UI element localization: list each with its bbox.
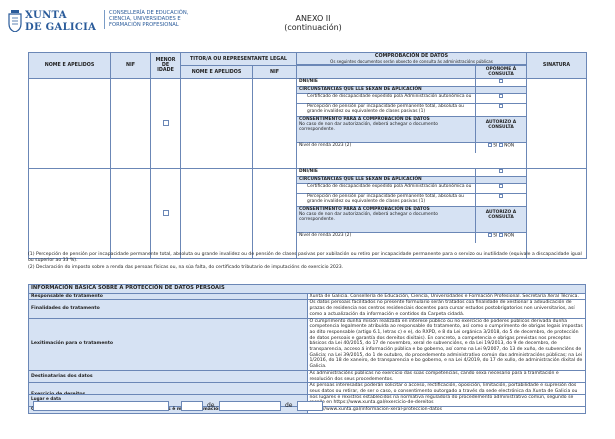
footnote-1: (1) Percepción de pensión por incapacida… <box>28 252 582 263</box>
guardian-nif-field[interactable] <box>252 168 297 259</box>
info-row: Responsable do tratamento Xunta de Galic… <box>28 292 586 301</box>
month-input[interactable] <box>219 401 281 411</box>
conselleria-name: CONSELLERÍA DE EDUCACIÓN, CIENCIA, UNIVE… <box>104 10 224 29</box>
applicant-nif-field[interactable] <box>110 168 151 259</box>
applicant-name-field[interactable] <box>28 78 111 169</box>
galicia-emblem-icon <box>8 10 22 32</box>
oppose-dni-checkbox[interactable] <box>499 169 503 173</box>
applicants-table: NOME E APELIDOS NIF MENOR DE IDADE TITOR… <box>28 52 587 259</box>
oppose-pension-checkbox[interactable] <box>499 194 503 198</box>
footnotes: (1) Percepción de pensión por incapacida… <box>28 252 586 272</box>
oppose-dni-checkbox[interactable] <box>499 79 503 83</box>
data-protection-table: INFORMACIÓN BÁSICA SOBRE A PROTECCIÓN DE… <box>28 284 586 414</box>
page-header: XUNTA DE GALICIA CONSELLERÍA DE EDUCACIÓ… <box>8 8 608 44</box>
income-no-checkbox[interactable] <box>498 143 503 147</box>
guardian-name-field[interactable] <box>180 78 253 169</box>
oppose-disability-checkbox[interactable] <box>499 184 503 188</box>
info-row: Lexitimación para o tratamento O cumprim… <box>28 317 586 371</box>
header-guardian-nif: NIF <box>252 65 297 79</box>
place-date-label: Lugar e data <box>31 396 61 401</box>
header-name: NOME E APELIDOS <box>28 52 111 79</box>
applicant-row: DNI/NIE CIRCUNSTANCIAS QUE LLE SEXAN DE … <box>28 168 587 259</box>
income-yes-checkbox[interactable] <box>487 233 492 237</box>
annex-title: ANEXO II (continuación) <box>284 14 342 32</box>
footnote-2: (2) Declaración do imposto sobre a renda… <box>28 265 344 270</box>
data-protection-title: INFORMACIÓN BÁSICA SOBRE A PROTECCIÓN DE… <box>28 284 586 294</box>
guardian-nif-field[interactable] <box>252 78 297 169</box>
income-no-checkbox[interactable] <box>498 233 503 237</box>
xunta-logo: XUNTA DE GALICIA <box>8 8 108 38</box>
place-date-box: Lugar e data , de de <box>28 394 586 414</box>
applicant-row: DNI/NIE CIRCUNSTANCIAS QUE LLE SEXAN DE … <box>28 78 587 169</box>
year-input[interactable] <box>297 401 323 411</box>
info-row: Finalidades do tratamento Os datos perso… <box>28 299 586 319</box>
day-input[interactable] <box>181 401 203 411</box>
verification-block: DNI/NIE CIRCUNSTANCIAS QUE LLE SEXAN DE … <box>296 78 527 169</box>
oppose-pension-checkbox[interactable] <box>499 104 503 108</box>
signature-field[interactable] <box>526 168 587 259</box>
income-yes-checkbox[interactable] <box>487 143 492 147</box>
header-signature: SINATURA <box>526 52 587 79</box>
minor-checkbox[interactable] <box>162 119 169 126</box>
oppose-disability-checkbox[interactable] <box>499 94 503 98</box>
applicant-nif-field[interactable] <box>110 78 151 169</box>
guardian-name-field[interactable] <box>180 168 253 259</box>
header-minor: MENOR DE IDADE <box>150 52 181 79</box>
header-verification: COMPROBACIÓN DE DATOS Os seguintes docum… <box>296 52 527 65</box>
header-opposition: OPÓÑOME Á CONSULTA <box>485 67 517 77</box>
logo-text-line2: DE GALICIA <box>25 22 97 33</box>
logo-text-line1: XUNTA <box>25 10 67 21</box>
applicant-name-field[interactable] <box>28 168 111 259</box>
place-input[interactable] <box>33 401 169 411</box>
signature-field[interactable] <box>526 78 587 169</box>
header-guardian-name: NOME E APELIDOS <box>180 65 253 79</box>
info-row: Destinatarias dos datos As administració… <box>28 369 586 384</box>
verification-block: DNI/NIE CIRCUNSTANCIAS QUE LLE SEXAN DE … <box>296 168 527 259</box>
minor-checkbox[interactable] <box>162 209 169 216</box>
header-guardian: TITOR/A OU REPRESENTANTE LEGAL <box>180 52 297 66</box>
header-nif: NIF <box>110 52 151 79</box>
